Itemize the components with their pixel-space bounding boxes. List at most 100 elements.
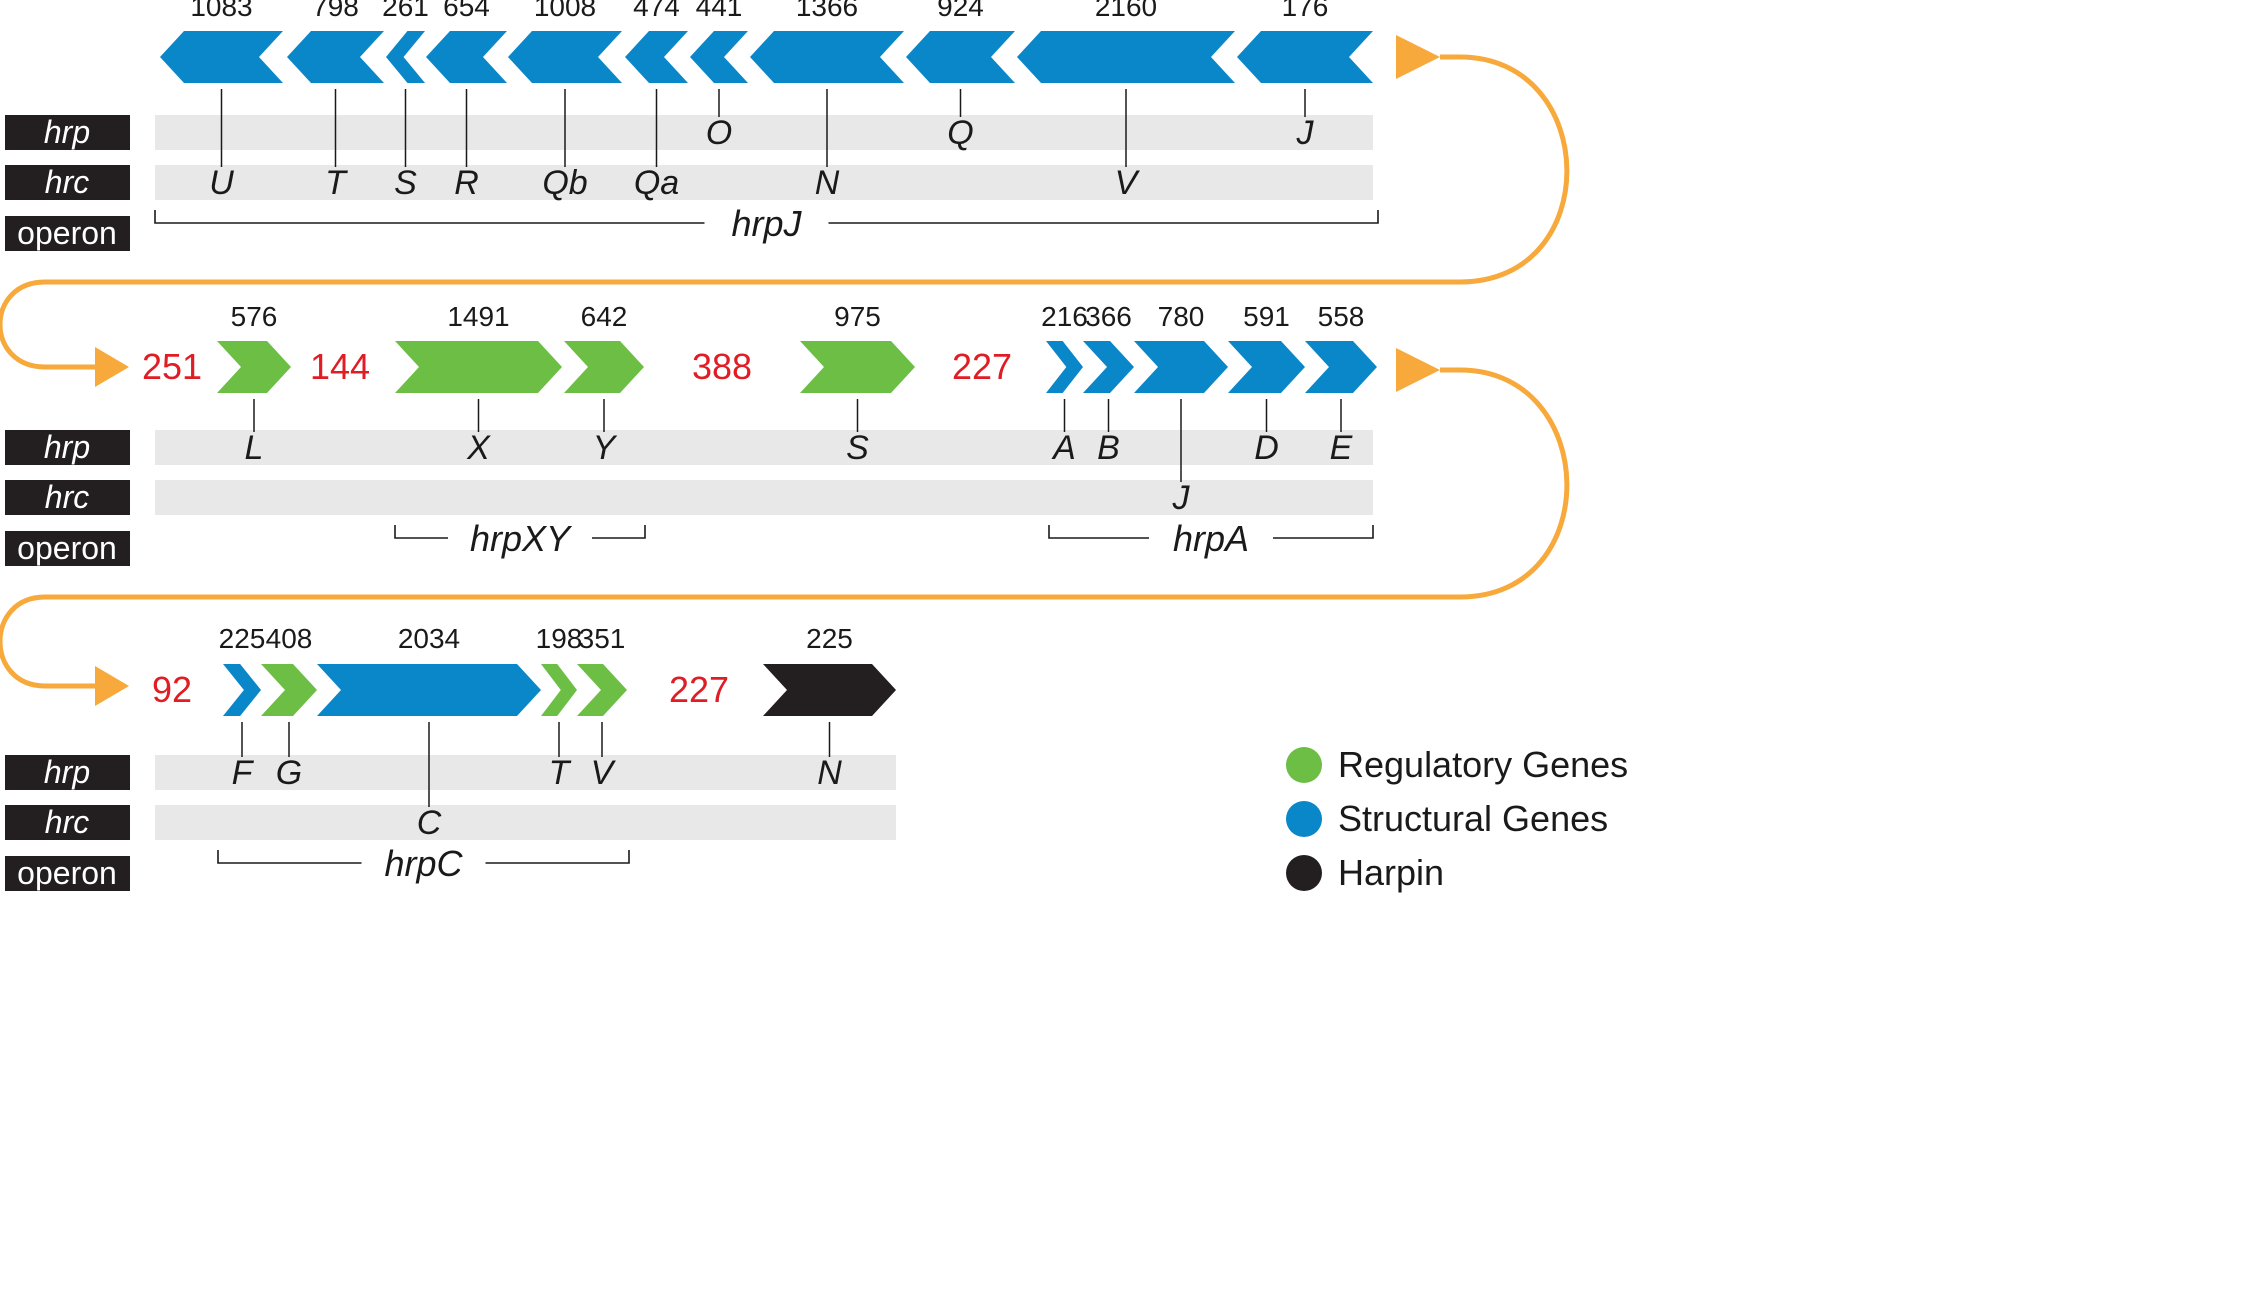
hrc-row-label-box (5, 165, 130, 200)
operon-bracket-left (394, 525, 448, 539)
gene-arrow (750, 31, 904, 83)
legend-label: Harpin (1338, 852, 1444, 893)
legend-item-structural: Structural Genes (1286, 798, 1608, 839)
hrc-gene-name: T (325, 164, 348, 202)
gene-row-2: hrphrcoperon576L1491X642Y975S216A366B780… (5, 301, 1377, 566)
hrp-row-label-box (5, 430, 130, 465)
hrp-gene-name: J (1296, 114, 1315, 152)
gene-arrow (1237, 31, 1373, 83)
legend-label: Regulatory Genes (1338, 744, 1628, 785)
hrp-gene-name: A (1051, 429, 1076, 467)
hrc-row-label: hrc (45, 804, 89, 840)
gene-arrow (223, 664, 261, 716)
gene-length-label: 351 (579, 623, 626, 654)
gene-length-label: 1491 (447, 301, 509, 332)
hrp-gene-name: S (846, 429, 869, 467)
gene-length-label: 654 (443, 0, 490, 22)
hrp-gene-name: Q (947, 114, 973, 152)
gene-length-label: 576 (231, 301, 278, 332)
hrc-gene-name: R (454, 164, 479, 202)
hrp-track (155, 430, 1373, 465)
operon-row-label-box (5, 531, 130, 566)
legend-label: Structural Genes (1338, 798, 1608, 839)
gene-arrow (1017, 31, 1235, 83)
gene-length-label: 558 (1318, 301, 1365, 332)
operon-row-label: operon (17, 530, 117, 566)
hrp-gene-name: N (817, 754, 842, 792)
gene-arrow (1046, 341, 1083, 393)
hrp-gene-name: B (1097, 429, 1120, 467)
operon-name: hrpXY (470, 518, 573, 559)
arrowhead-row3-start (95, 666, 129, 706)
operon-name: hrpC (384, 843, 463, 884)
gene-arrow (261, 664, 317, 716)
gene-arrow (1228, 341, 1305, 393)
legend-swatch (1286, 801, 1322, 837)
operon-hrpA: hrpA (1048, 518, 1374, 559)
hrc-track (155, 480, 1373, 515)
hrp-track (155, 755, 896, 790)
hrp-row-label: hrp (44, 754, 90, 790)
operon-row-label-box (5, 216, 130, 251)
operon-row-label-box (5, 856, 130, 891)
hrp-row-label: hrp (44, 114, 90, 150)
hrp-row-label: hrp (44, 429, 90, 465)
gene-length-label: 642 (581, 301, 628, 332)
hrc-gene-name: Qa (634, 164, 679, 202)
gene-length-label: 441 (696, 0, 743, 22)
gene-length-label: 261 (382, 0, 429, 22)
hrp-gene-name: E (1330, 429, 1353, 467)
hrc-gene-name: Qb (542, 164, 587, 202)
intergenic-gap-label: 227 (952, 346, 1012, 387)
row-connectors (0, 35, 1570, 706)
hrc-gene-name: N (815, 164, 840, 202)
hrp-gene-name: F (232, 754, 255, 792)
gene-arrow (690, 31, 748, 83)
gene-length-label: 924 (937, 0, 984, 22)
hrc-gene-name: C (417, 804, 442, 842)
gene-length-label: 1083 (190, 0, 252, 22)
gene-length-label: 225 (806, 623, 853, 654)
gene-length-label: 591 (1243, 301, 1290, 332)
operon-row-label: operon (17, 215, 117, 251)
connector-row1-to-row2 (0, 54, 1570, 370)
gene-arrow (906, 31, 1015, 83)
hrc-gene-name: S (394, 164, 417, 202)
hrp-gene-name: V (591, 754, 617, 792)
gene-length-label: 176 (1282, 0, 1329, 22)
right-arrowhead-row1-end (1396, 35, 1440, 79)
gene-length-label: 780 (1158, 301, 1205, 332)
gene-length-label: 798 (312, 0, 359, 22)
hrc-gene-name: V (1115, 164, 1141, 202)
hrp-gene-name: L (245, 429, 264, 467)
intergenic-gap-label: 92 (152, 669, 192, 710)
operon-hrpC: hrpC (217, 843, 630, 884)
legend-item-harpin: Harpin (1286, 852, 1444, 893)
hrc-gene-name: U (209, 164, 234, 202)
gene-length-label: 975 (834, 301, 881, 332)
hrp-row-label-box (5, 115, 130, 150)
operon-bracket-right (592, 525, 646, 539)
intergenic-gap-label: 144 (310, 346, 370, 387)
hrc-row-label: hrc (45, 479, 89, 515)
gene-row-1: hrphrcoperon1083U798T261S654R1008Qb474Qa… (5, 0, 1379, 251)
gene-arrow (508, 31, 622, 83)
gene-arrow (1083, 341, 1134, 393)
arrowhead-row2-start (95, 347, 129, 387)
gene-arrow (564, 341, 644, 393)
gene-arrow (1305, 341, 1377, 393)
